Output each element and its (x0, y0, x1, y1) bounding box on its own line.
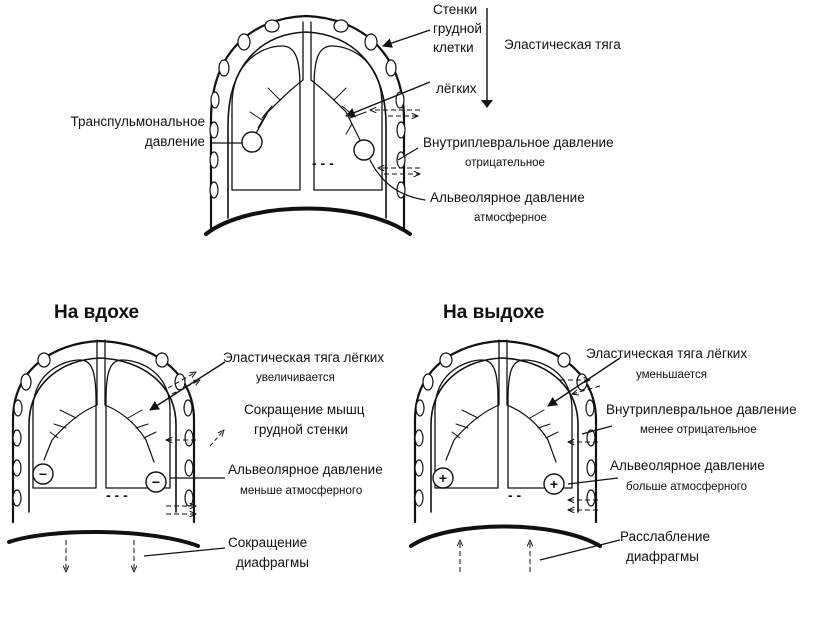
exhale-title: На выдохе (443, 302, 544, 323)
exhale-intrapleural-sub: менее отрицательное (640, 424, 757, 436)
inhale-elastic-sub: увеличивается (256, 372, 335, 384)
inhale-diaphragm-label-2: диафрагмы (236, 555, 309, 570)
label-alveolar: Альвеолярное давление (430, 190, 585, 205)
exhale-sign-right: + (550, 476, 558, 492)
inhale-sign-left: − (39, 466, 47, 482)
inhale-alveolar-sub: меньше атмосферного (240, 485, 362, 497)
label-chest-wall-3: клетки (433, 40, 474, 55)
inhale-muscle-label-1: Сокращение мышц (244, 402, 365, 417)
exhale-intrapleural-label: Внутриплевральное давление (606, 402, 797, 417)
exhale-pressure-marks: - - (508, 487, 522, 503)
exhale-chest: + + - - (411, 340, 600, 546)
exhale-sign-left: + (439, 470, 447, 486)
exhale-diaphragm-label-2: диафрагмы (626, 549, 699, 564)
top-pressure-marks: - - - (312, 155, 334, 171)
label-elastic-recoil: Эластическая тяга (504, 37, 621, 52)
exhale-alveolar-label: Альвеолярное давление (610, 458, 765, 473)
inhale-diaphragm-label-1: Сокращение (228, 535, 307, 550)
inhale-chest: − − - - - (9, 340, 198, 546)
label-transpulmonary-1: Транспульмональное (70, 114, 205, 129)
inhale-alveolar-label: Альвеолярное давление (228, 462, 383, 477)
inhale-arrows (66, 362, 225, 572)
label-lungs: лёгких (436, 81, 477, 96)
label-alveolar-sub: атмосферное (474, 212, 547, 224)
inhale-elastic-label: Эластическая тяга лёгких (223, 350, 384, 365)
exhale-alveolar-sub: больше атмосферного (626, 481, 747, 493)
label-transpulmonary-2: давление (145, 134, 205, 149)
exhale-elastic-label: Эластическая тяга лёгких (586, 346, 747, 361)
svg-text:Стенки: Стенки (433, 2, 477, 17)
svg-text:клетки: клетки (433, 40, 474, 55)
exhale-elastic-sub: уменьшается (636, 369, 707, 381)
svg-text:грудной: грудной (433, 21, 482, 36)
label-chest-wall-1: Стенки (433, 2, 477, 17)
label-chest-wall-2: грудной (433, 21, 482, 36)
top-chest: - - - (206, 16, 410, 234)
inhale-labels: Эластическая тяга лёгких увеличивается С… (223, 350, 384, 570)
inhale-title: На вдохе (54, 302, 139, 323)
exhale-labels: Эластическая тяга лёгких уменьшается Вну… (586, 346, 797, 564)
inhale-pressure-marks: - - - (106, 487, 128, 503)
top-arrows (211, 8, 493, 200)
inhale-muscle-label-2: грудной стенки (254, 422, 348, 437)
exhale-diaphragm-label-1: Расслабление (620, 529, 710, 544)
label-intrapleural: Внутриплевральное давление (423, 135, 614, 150)
inhale-sign-right: − (152, 474, 160, 490)
label-intrapleural-sub: отрицательное (465, 157, 545, 169)
